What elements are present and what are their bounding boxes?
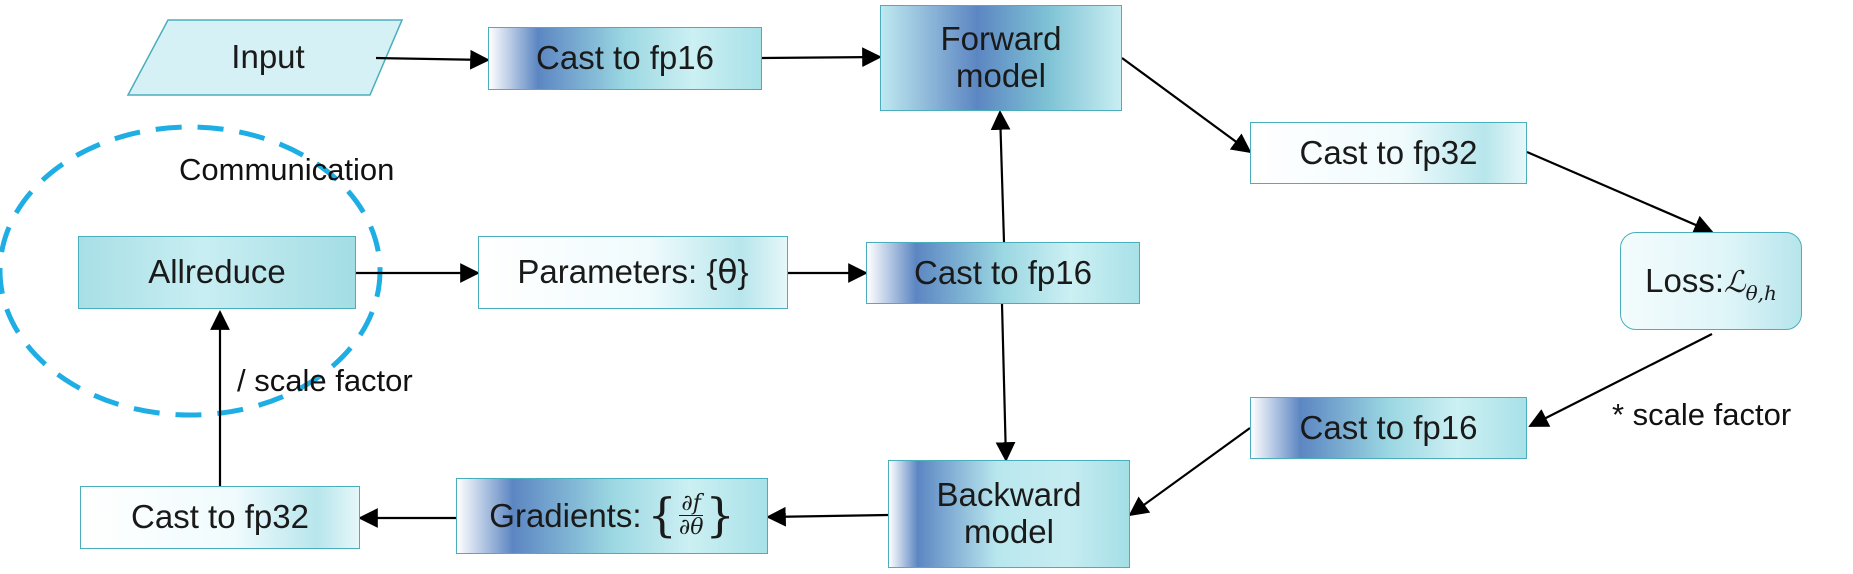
edge-loss-to-cast-fp16 <box>1528 333 1713 427</box>
cast-fp16-mid-label: Cast to fp16 <box>914 253 1092 291</box>
edge-backward-to-gradients <box>766 506 889 527</box>
edge-input-to-cast-fp16 <box>375 49 490 70</box>
cast-fp32-right-node: Cast to fp32 <box>1250 122 1527 184</box>
edge-cast-fp16-to-forward <box>761 47 882 68</box>
right-brace: } <box>705 488 735 543</box>
edge-forward-to-cast-fp32 <box>1121 57 1252 154</box>
edge-cast-fp16-to-backward <box>1128 427 1251 517</box>
gradients-numerator: ∂f <box>679 491 703 517</box>
scale-multiply-label: * scale factor <box>1612 397 1792 432</box>
backward-model-line1: Backward <box>936 476 1082 514</box>
cast-fp16-mid-node: Cast to fp16 <box>866 242 1140 304</box>
cast-fp32-left-label: Cast to fp32 <box>131 498 309 536</box>
gradients-prefix: Gradients: <box>489 496 642 534</box>
allreduce-label: Allreduce <box>148 253 286 291</box>
backward-model-node: Backward model <box>888 460 1130 568</box>
cast-fp32-right-label: Cast to fp32 <box>1299 133 1478 171</box>
parameters-suffix: } <box>737 253 749 291</box>
loss-subscript: θ,h <box>1745 280 1777 305</box>
scale-divide-label: / scale factor <box>237 363 413 398</box>
loss-node: Loss:ℒθ,h <box>1620 232 1802 330</box>
parameters-node: Parameters: {θ} <box>478 236 788 309</box>
input-node: Input <box>170 20 366 95</box>
backward-model-line2: model <box>964 513 1054 550</box>
edge-cast-fp16-to-forward-up <box>990 110 1011 243</box>
input-shape <box>126 19 404 96</box>
communication-label: Communication <box>179 152 395 187</box>
forward-model-line2: model <box>956 57 1046 94</box>
loss-symbol: ℒ <box>1723 264 1746 300</box>
loss-prefix: Loss: <box>1645 261 1724 299</box>
communication-ellipse <box>0 124 383 418</box>
allreduce-node: Allreduce <box>78 236 356 309</box>
gradients-label: Gradients: { ∂f ∂θ } <box>489 490 734 542</box>
gradients-denominator: ∂θ <box>678 515 704 541</box>
edge-cast-fp32-to-loss <box>1526 150 1714 235</box>
gradients-node: Gradients: { ∂f ∂θ } <box>456 478 768 554</box>
edge-cast-fp16-to-backward-down <box>995 303 1016 462</box>
input-label: Input <box>231 38 305 76</box>
parameters-symbol: θ <box>717 252 738 292</box>
forward-model-node: Forward model <box>880 5 1122 111</box>
gradients-fraction: ∂f ∂θ <box>679 492 704 539</box>
cast-fp16-right-label: Cast to fp16 <box>1299 408 1478 446</box>
loss-label: Loss:ℒθ,h <box>1645 261 1777 304</box>
left-brace: { <box>647 488 677 543</box>
cast-fp32-left-node: Cast to fp32 <box>80 486 360 549</box>
forward-model-line1: Forward <box>940 20 1062 58</box>
parameters-label: Parameters: {θ} <box>517 252 749 292</box>
cast-fp16-right-node: Cast to fp16 <box>1250 397 1527 459</box>
parameters-prefix: Parameters: { <box>517 253 718 291</box>
cast-fp16-top-label: Cast to fp16 <box>536 39 714 77</box>
cast-fp16-top-node: Cast to fp16 <box>488 27 762 90</box>
